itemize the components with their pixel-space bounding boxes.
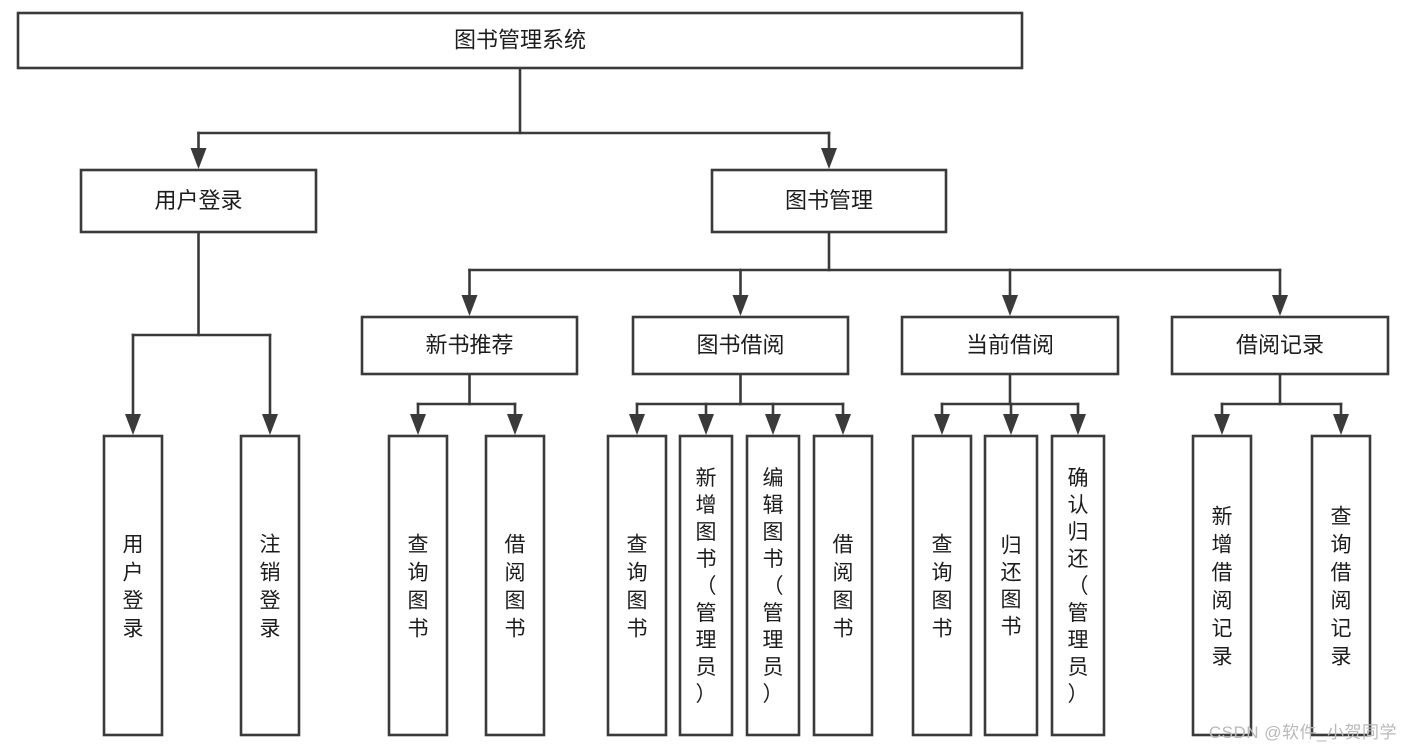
node-label-root: 图书管理系统: [454, 27, 586, 52]
node-label-leaf-borrow-book: 借阅图书: [833, 533, 854, 640]
node-box-leaf-borrow-book: [812, 434, 874, 737]
node-label-leaf-query-book-borrow: 查询图书: [627, 533, 648, 640]
node-book-borrow[interactable]: 图书借阅: [631, 315, 850, 376]
node-current-borrow[interactable]: 当前借阅: [900, 315, 1120, 376]
connector-group-new-book-recommend: [410, 372, 523, 435]
node-box-leaf-query-book-current: [911, 434, 973, 737]
node-label-leaf-confirm-return: 确认归还（管理员）: [1068, 467, 1089, 706]
node-label-leaf-add-book: 新增图书（管理员）: [696, 467, 717, 706]
arrow-head-icon: [934, 414, 950, 435]
node-leaf-return-book[interactable]: 归还图书: [983, 434, 1039, 737]
arrow-head-icon: [732, 295, 749, 316]
node-label-leaf-add-borrow-record: 新增借阅记录: [1212, 505, 1233, 668]
arrow-head-icon: [507, 414, 523, 435]
node-leaf-edit-book[interactable]: 编辑图书（管理员）: [745, 434, 801, 737]
node-leaf-query-book-recommend[interactable]: 查询图书: [387, 434, 449, 737]
arrow-head-icon: [125, 414, 141, 435]
node-box-borrow-record: [1170, 315, 1390, 376]
node-new-book-recommend[interactable]: 新书推荐: [360, 315, 579, 376]
node-box-leaf-query-book-recommend: [387, 434, 449, 737]
connector-group-root: [190, 66, 837, 169]
node-leaf-borrow-book[interactable]: 借阅图书: [812, 434, 874, 737]
arrow-head-icon: [765, 414, 781, 435]
node-label-leaf-user-login: 用户登录: [123, 533, 144, 640]
node-book-management[interactable]: 图书管理: [710, 168, 948, 234]
node-boxes: 图书管理系统用户登录图书管理新书推荐图书借阅当前借阅借阅记录用户登录注销登录查询…: [16, 11, 1390, 737]
node-box-leaf-add-borrow-record: [1191, 434, 1253, 737]
node-leaf-query-borrow-record[interactable]: 查询借阅记录: [1310, 434, 1372, 737]
node-box-leaf-query-book-borrow: [606, 434, 668, 737]
node-leaf-confirm-return[interactable]: 确认归还（管理员）: [1050, 434, 1106, 737]
node-label-leaf-query-borrow-record: 查询借阅记录: [1331, 505, 1352, 668]
arrow-head-icon: [1070, 414, 1086, 435]
node-box-book-management: [710, 168, 948, 234]
node-box-leaf-logout: [239, 434, 301, 737]
arrow-head-icon: [821, 148, 837, 169]
node-box-leaf-return-book: [983, 434, 1039, 737]
arrow-head-icon: [461, 295, 478, 316]
arrow-head-icon: [835, 414, 851, 435]
node-label-leaf-query-book-recommend: 查询图书: [408, 533, 429, 640]
node-label-leaf-borrow-book-recommend: 借阅图书: [505, 533, 526, 640]
node-box-user-login: [79, 168, 318, 234]
node-label-leaf-query-book-current: 查询图书: [932, 533, 953, 640]
node-leaf-borrow-book-recommend[interactable]: 借阅图书: [484, 434, 546, 737]
node-leaf-logout[interactable]: 注销登录: [239, 434, 301, 737]
node-leaf-add-borrow-record[interactable]: 新增借阅记录: [1191, 434, 1253, 737]
arrow-head-icon: [190, 148, 207, 169]
connector-group-user-login: [125, 230, 278, 435]
arrow-head-icon: [410, 414, 426, 435]
node-label-user-login: 用户登录: [154, 188, 242, 213]
connector-group-book-borrow: [629, 372, 851, 435]
node-box-book-borrow: [631, 315, 850, 376]
node-leaf-add-book[interactable]: 新增图书（管理员）: [678, 434, 734, 737]
node-label-current-borrow: 当前借阅: [966, 332, 1054, 357]
node-box-leaf-edit-book: [745, 434, 801, 737]
arrow-head-icon: [1002, 295, 1018, 316]
connector-group-book-management: [461, 230, 1288, 316]
node-box-new-book-recommend: [360, 315, 579, 376]
node-box-leaf-borrow-book-recommend: [484, 434, 546, 737]
connector-lines: [125, 66, 1349, 435]
node-label-leaf-edit-book: 编辑图书（管理员）: [763, 467, 784, 706]
node-label-book-borrow: 图书借阅: [696, 332, 784, 357]
node-box-leaf-add-book: [678, 434, 734, 737]
node-leaf-query-book-borrow[interactable]: 查询图书: [606, 434, 668, 737]
node-user-login[interactable]: 用户登录: [79, 168, 318, 234]
arrow-head-icon: [698, 414, 714, 435]
arrow-head-icon: [1272, 295, 1288, 316]
node-box-leaf-query-borrow-record: [1310, 434, 1372, 737]
arrow-head-icon: [262, 414, 278, 435]
node-root[interactable]: 图书管理系统: [16, 11, 1024, 70]
node-label-leaf-logout: 注销登录: [260, 533, 281, 640]
arrow-head-icon: [1214, 414, 1230, 435]
node-leaf-query-book-current[interactable]: 查询图书: [911, 434, 973, 737]
node-label-new-book-recommend: 新书推荐: [425, 332, 513, 357]
node-box-leaf-user-login: [102, 434, 164, 737]
arrow-head-icon: [1333, 414, 1349, 435]
connector-group-current-borrow: [934, 372, 1086, 435]
connector-group-borrow-record: [1214, 372, 1349, 435]
node-label-leaf-return-book: 归还图书: [1001, 535, 1022, 639]
arrow-head-icon: [629, 414, 645, 435]
node-borrow-record[interactable]: 借阅记录: [1170, 315, 1390, 376]
watermark-label: CSDN @软件_小贺同学: [1208, 723, 1397, 742]
node-box-current-borrow: [900, 315, 1120, 376]
node-box-leaf-confirm-return: [1050, 434, 1106, 737]
node-label-book-management: 图书管理: [785, 188, 873, 213]
node-box-root: [16, 11, 1024, 70]
arrow-head-icon: [1003, 414, 1019, 435]
node-leaf-user-login[interactable]: 用户登录: [102, 434, 164, 737]
node-label-borrow-record: 借阅记录: [1236, 332, 1324, 357]
